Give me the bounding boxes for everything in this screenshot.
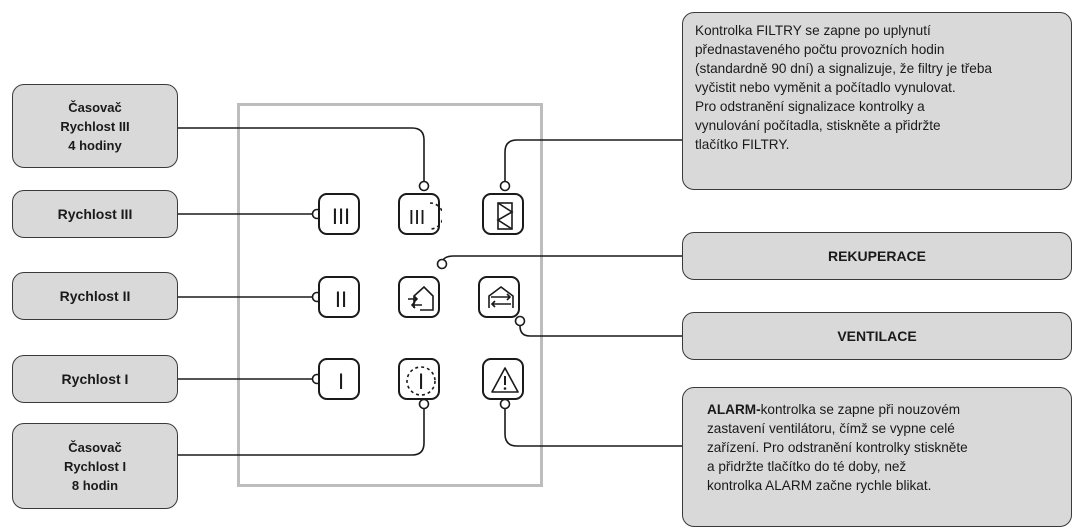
speed3-glyph: III	[332, 204, 350, 229]
text-line: ALARM-kontrolka se zapne při nouzovém	[707, 400, 1059, 419]
label-rekuperace: REKUPERACE	[682, 232, 1072, 280]
timer-speed3-glyph: III	[409, 207, 426, 229]
label-line: Časovač	[68, 439, 122, 455]
label-timer-speed1: Časovač Rychlost I 8 hodin	[12, 423, 178, 509]
alarm-description: ALARM-kontrolka se zapne při nouzovém za…	[682, 387, 1072, 527]
text-line: zastavení ventilátoru, čímž se vypne cel…	[707, 421, 955, 436]
label-timer-speed3: Časovač Rychlost III 4 hodiny	[12, 84, 178, 168]
wire-timer-speed1	[178, 404, 425, 456]
timer-speed1-glyph: I	[418, 369, 424, 394]
house-arrow-icon	[408, 285, 434, 311]
dot-filters	[499, 180, 511, 192]
alarm-bold: ALARM-	[707, 402, 761, 417]
wire-timer-speed3	[178, 127, 425, 186]
label-ventilace: VENTILACE	[682, 312, 1072, 360]
wire-alarm	[504, 404, 682, 447]
label-line: 8 hodin	[71, 477, 119, 493]
label-line: Časovač	[68, 99, 122, 115]
speed2-glyph: II	[335, 287, 347, 312]
speed1-button[interactable]: I	[318, 358, 360, 400]
timer-speed3-button[interactable]: III	[398, 193, 442, 235]
label-line: 4 hodiny	[68, 137, 122, 153]
filters-button[interactable]	[482, 193, 524, 235]
label-line: Rychlost III	[60, 118, 130, 134]
timer-circle-icon	[406, 366, 436, 396]
text-line: Pro odstranění signalizace kontrolky a	[695, 99, 925, 114]
text-line: zařízení. Pro odstranění kontrolky stisk…	[707, 440, 968, 455]
text-line: tlačítko FILTRY.	[695, 137, 790, 152]
warning-icon	[491, 367, 519, 393]
label-speed2: Rychlost II	[12, 272, 178, 320]
text-line: (standardně 90 dní) a signalizuje, že fi…	[695, 61, 992, 76]
wire-filters	[504, 139, 682, 186]
ventilation-button[interactable]	[478, 276, 520, 318]
dot-timer-speed3	[418, 180, 430, 192]
label-speed1: Rychlost I	[12, 355, 178, 403]
control-panel-frame	[237, 103, 543, 487]
dot-rekuperace	[436, 258, 448, 270]
speed2-button[interactable]: II	[318, 276, 360, 318]
speed1-glyph: I	[338, 369, 344, 394]
filters-description: Kontrolka FILTRY se zapne po uplynutí př…	[682, 12, 1072, 190]
dot-ventilace	[514, 315, 526, 327]
text-line: a přidržte tlačítko do té doby, než	[707, 459, 907, 474]
timer-arc-icon	[429, 202, 442, 230]
alarm-text: kontrolka se zapne při nouzovém	[760, 402, 961, 417]
wire-ventilace	[519, 321, 682, 337]
recirculation-button[interactable]	[398, 276, 440, 318]
text-line: Kontrolka FILTRY se zapne po uplynutí	[695, 23, 931, 38]
speed3-button[interactable]: III	[318, 193, 360, 235]
text-line: kontrolka ALARM začne rychle blikat.	[707, 478, 932, 493]
wire-rekuperace	[441, 255, 682, 265]
text-line: přednastaveného počtu provozních hodin	[695, 42, 945, 57]
text-line: vyčistit nebo vyměnit a počítadlo vynulo…	[695, 80, 956, 95]
timer-speed1-button[interactable]: I	[398, 358, 440, 400]
alarm-button[interactable]	[482, 358, 524, 400]
label-speed3: Rychlost III	[12, 190, 178, 238]
label-line: Rychlost I	[63, 458, 127, 474]
text-line: vynulování počítadla, stiskněte a přidrž…	[695, 118, 941, 133]
filter-icon	[496, 202, 514, 230]
house-exchange-icon	[488, 286, 514, 308]
